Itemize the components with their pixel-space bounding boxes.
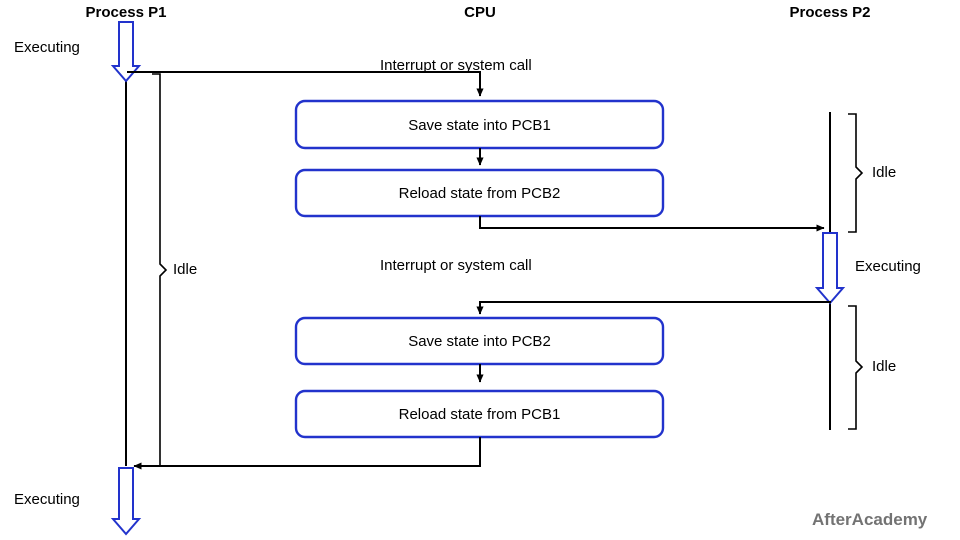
label-interrupt-or-system-call-2: Interrupt or system call bbox=[380, 257, 532, 274]
interrupt-1-path bbox=[127, 71, 484, 97]
p1-executing-top-arrow bbox=[110, 21, 142, 83]
p2-executing-arrow bbox=[814, 232, 846, 305]
label-p2-idle-top: Idle bbox=[872, 164, 897, 181]
header-process-p2: Process P2 bbox=[789, 4, 871, 21]
p1-executing-bottom-arrow bbox=[110, 467, 142, 536]
header-process-p1: Process P1 bbox=[85, 4, 167, 21]
interrupt-2-path bbox=[476, 301, 831, 315]
cpu-step-reload-pcb1-label: Reload state from PCB1 bbox=[398, 406, 561, 423]
dispatch-to-p1-path bbox=[133, 437, 481, 470]
dispatch-to-p2-path bbox=[479, 216, 825, 232]
cpu-step-reload-pcb2-label: Reload state from PCB2 bbox=[398, 185, 561, 202]
label-p2-idle-bottom: Idle bbox=[872, 358, 897, 375]
header-cpu: CPU bbox=[464, 4, 496, 21]
label-p1-idle: Idle bbox=[173, 261, 198, 278]
cpu-step-save-pcb2-label: Save state into PCB2 bbox=[408, 333, 551, 350]
cpu-step-save-pcb1-label: Save state into PCB1 bbox=[408, 117, 551, 134]
p2-idle-top-brace bbox=[848, 113, 864, 233]
p1-idle-brace bbox=[152, 73, 168, 467]
label-p2-executing: Executing bbox=[855, 258, 921, 275]
p2-idle-bottom-brace bbox=[848, 305, 864, 430]
label-interrupt-or-system-call-1: Interrupt or system call bbox=[380, 57, 532, 74]
label-p1-executing-top: Executing bbox=[14, 39, 80, 56]
label-p1-executing-bottom: Executing bbox=[14, 491, 80, 508]
watermark-afteracademy: AfterAcademy bbox=[812, 510, 928, 529]
